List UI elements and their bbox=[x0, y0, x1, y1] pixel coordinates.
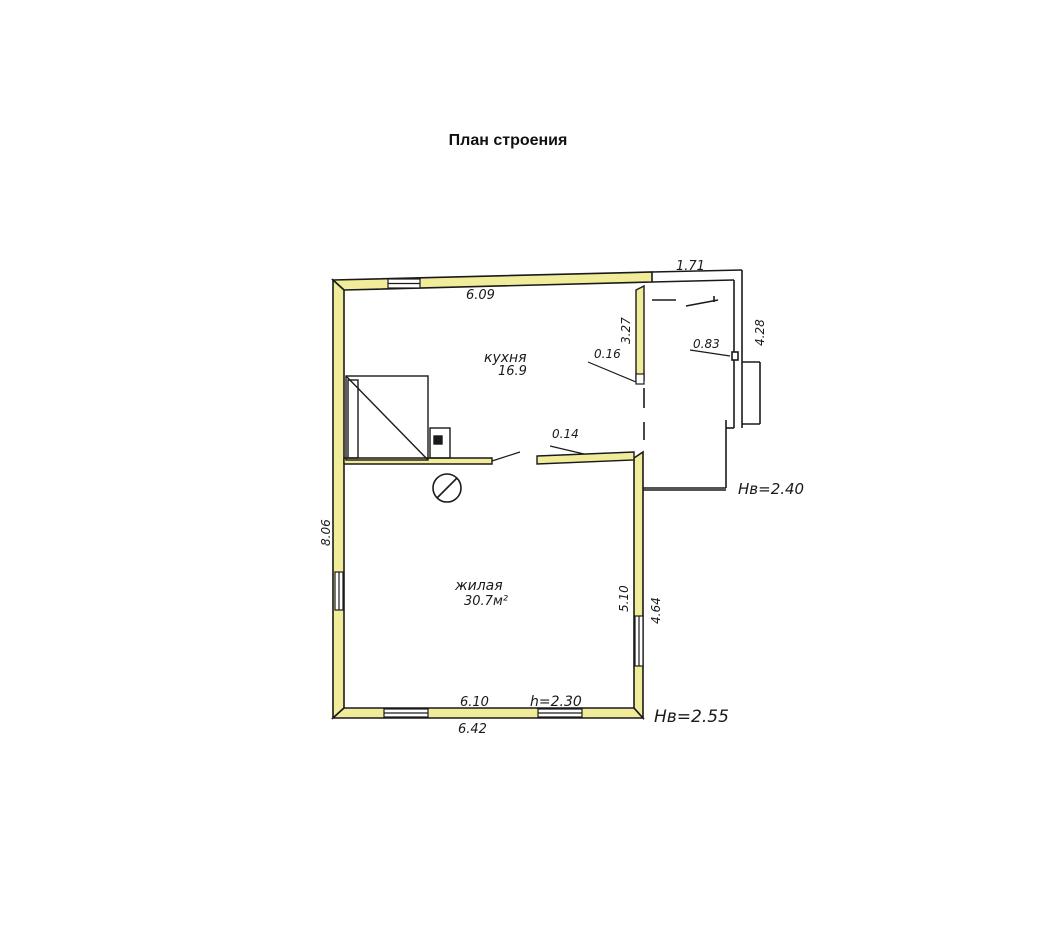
dim-opening-porch: 0.83 bbox=[693, 337, 720, 351]
outer-height-main: Hв=2.55 bbox=[654, 707, 729, 727]
stove bbox=[345, 375, 451, 461]
dim-partition-vertical: 3.27 bbox=[619, 317, 633, 344]
room-kitchen-area: 16.9 bbox=[498, 364, 527, 379]
dim-bottom-inner: 6.10 bbox=[460, 695, 489, 710]
room-living-name: жилая bbox=[454, 578, 503, 594]
wall-kitchen-porch bbox=[635, 284, 645, 381]
main-walls bbox=[330, 271, 653, 721]
windows bbox=[334, 278, 644, 718]
wall-partition-left bbox=[343, 457, 493, 465]
wall-partition-right bbox=[536, 451, 635, 465]
dim-left: 8.06 bbox=[319, 519, 333, 546]
room-height: h=2.30 bbox=[530, 694, 582, 710]
wall-left bbox=[332, 278, 345, 720]
dim-opening-partition: 0.14 bbox=[552, 427, 579, 441]
dim-top-outer: 1.71 bbox=[676, 259, 705, 274]
dim-porch-right: 4.28 bbox=[753, 319, 767, 346]
dim-top-inner: 6.09 bbox=[466, 288, 495, 303]
dim-opening-kitchen: 0.16 bbox=[594, 347, 621, 361]
dim-bottom-outer: 6.42 bbox=[458, 722, 487, 737]
dim-right-inner: 5.10 bbox=[617, 585, 631, 612]
chimney-icon bbox=[432, 473, 462, 503]
room-living-area: 30.7м² bbox=[464, 594, 508, 609]
plan-title: План строения bbox=[448, 132, 568, 149]
room-kitchen-name: кухня bbox=[484, 350, 527, 366]
door-swings bbox=[491, 349, 731, 462]
wall-right bbox=[633, 450, 644, 721]
porch-outline bbox=[643, 269, 761, 491]
dim-right-outer: 4.64 bbox=[649, 597, 663, 624]
outer-height-porch: Hв=2.40 bbox=[738, 480, 804, 498]
